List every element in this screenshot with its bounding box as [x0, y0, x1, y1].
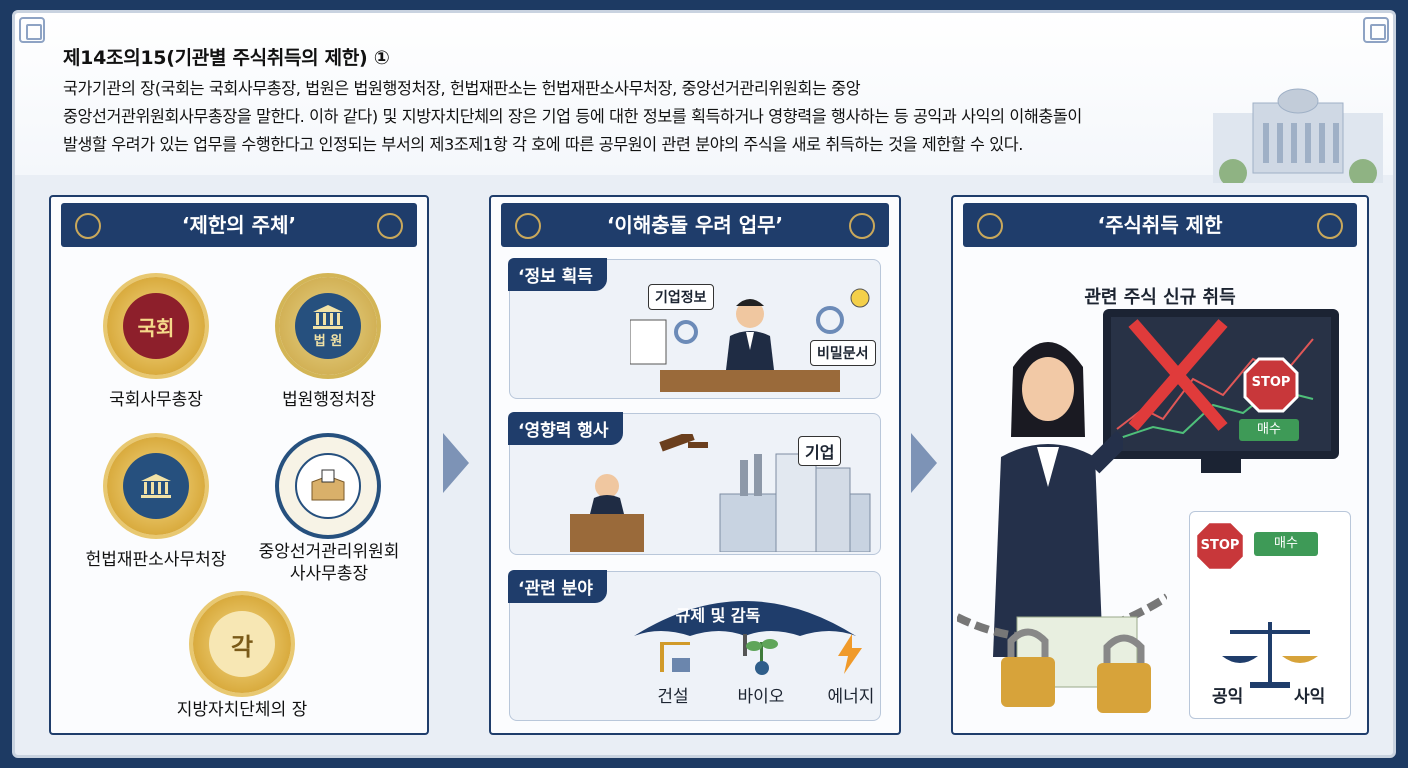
flow-arrow-icon [911, 433, 937, 493]
local-government-seal-icon: 각 [193, 595, 291, 693]
seal-text: 각 [209, 611, 275, 677]
seal-label: 중앙선거관리위원회 사사무총장 [234, 541, 424, 585]
panel-restriction-subject: ‘제한의 주체’ 국회 국회사무총장 법 원 법원행정처장 헌법재판소사무처장 … [49, 195, 429, 735]
description-line: 발생할 우려가 있는 업무를 수행한다고 인정되는 부서의 제3조제1항 각 호… [63, 135, 1024, 154]
seal-text: 법 원 [313, 333, 343, 349]
scales-of-justice-icon [1222, 622, 1318, 688]
seal-label: 지방자치단체의 장 [176, 700, 308, 720]
official-at-desk-icon [630, 288, 870, 392]
flow-arrow-icon [443, 433, 469, 493]
card-tag: ‘관련 분야 [508, 570, 607, 603]
industry-label: 바이오 [737, 687, 785, 707]
ballot-box-icon [311, 469, 345, 501]
article-description: 국가기관의 장(국회는 국회사무총장, 법원은 법원행정처장, 헌법재판소는 헌… [63, 75, 1373, 159]
description-line: 중앙선거관위원회사무총장을 말한다. 이하 같다) 및 지방자치단체의 장은 기… [63, 107, 1082, 126]
seal-label: 헌법재판소사무처장 [85, 550, 227, 570]
court-seal-icon: 법 원 [279, 277, 377, 375]
crane-icon [660, 642, 690, 672]
scale-label-private: 사익 [1294, 687, 1326, 707]
panel-title: ‘주식취득 제한 [963, 203, 1357, 247]
infographic-frame: 제14조의15(기관별 주식취득의 제한) ① 국가기관의 장(국회는 국회사무… [12, 10, 1396, 758]
seal-text: 국회 [123, 293, 189, 359]
card-tag: ‘영향력 행사 [508, 412, 623, 445]
seal-label-line: 사사무총장 [289, 564, 369, 584]
panel-subtitle: 관련 주식 신규 취득 [1084, 287, 1236, 308]
umbrella-icon [634, 601, 856, 656]
panel-title: ‘제한의 주체’ [61, 203, 417, 247]
umbrella-label: 규제 및 감독 [675, 606, 761, 625]
constitutional-court-seal-icon [107, 437, 205, 535]
buy-button: 매수 [1254, 532, 1318, 556]
locked-chain-icon [957, 593, 1167, 713]
stock-certificate-card: STOP 매수 공익 사익 [1189, 511, 1351, 719]
stop-label: STOP [1200, 538, 1240, 553]
card-exert-influence: ‘영향력 행사 기업 [508, 412, 881, 555]
panel-stock-restriction: ‘주식취득 제한 관련 주식 신규 취득 STOP 매수 [951, 195, 1369, 735]
seal-label: 국회사무총장 [109, 390, 203, 410]
court-building-icon [313, 304, 343, 329]
panel-title: ‘이해충돌 우려 업무’ [501, 203, 889, 247]
stop-sign-icon [1243, 357, 1299, 413]
chip-secret-document: 비밀문서 [810, 340, 876, 366]
court-building-icon [141, 474, 171, 498]
buy-button-on-screen: 매수 [1239, 419, 1299, 441]
corner-ornament-icon [1363, 17, 1389, 43]
industry-label: 건설 [657, 687, 689, 707]
influence-scene-icon [570, 434, 871, 552]
page-title: 제14조의15(기관별 주식취득의 제한) ① [63, 47, 390, 69]
national-assembly-seal-icon: 국회 [107, 277, 205, 375]
description-line: 국가기관의 장(국회는 국회사무총장, 법원은 법원행정처장, 헌법재판소는 헌… [63, 79, 861, 98]
election-commission-seal-icon [279, 437, 377, 535]
seal-label-line: 중앙선거관리위원회 [258, 542, 400, 562]
card-information-acquisition: ‘정보 획득 기업정보 비밀문서 [508, 258, 881, 399]
chip-company: 기업 [798, 436, 842, 466]
stop-sign-icon [1194, 520, 1246, 572]
card-tag: ‘정보 획득 [508, 258, 607, 291]
scale-label-public: 공익 [1212, 687, 1244, 707]
stock-monitor-icon [1103, 309, 1339, 473]
chip-company-info: 기업정보 [648, 284, 714, 310]
header: 제14조의15(기관별 주식취득의 제한) ① 국가기관의 장(국회는 국회사무… [15, 13, 1393, 183]
card-related-fields: ‘관련 분야 규제 및 감독 건설 바이오 에너지 [508, 570, 881, 721]
plant-icon [746, 639, 778, 675]
official-woman-icon [993, 342, 1123, 657]
energy-bolt-icon [838, 634, 862, 674]
panel-conflict-duties: ‘이해충돌 우려 업무’ ‘정보 획득 기업정보 비밀문서 ‘영향력 행사 [489, 195, 901, 735]
government-building-icon [1213, 88, 1383, 183]
seal-label: 법원행정처장 [282, 390, 376, 410]
industry-label: 에너지 [827, 687, 875, 707]
corner-ornament-icon [19, 17, 45, 43]
stop-label: STOP [1251, 375, 1291, 390]
